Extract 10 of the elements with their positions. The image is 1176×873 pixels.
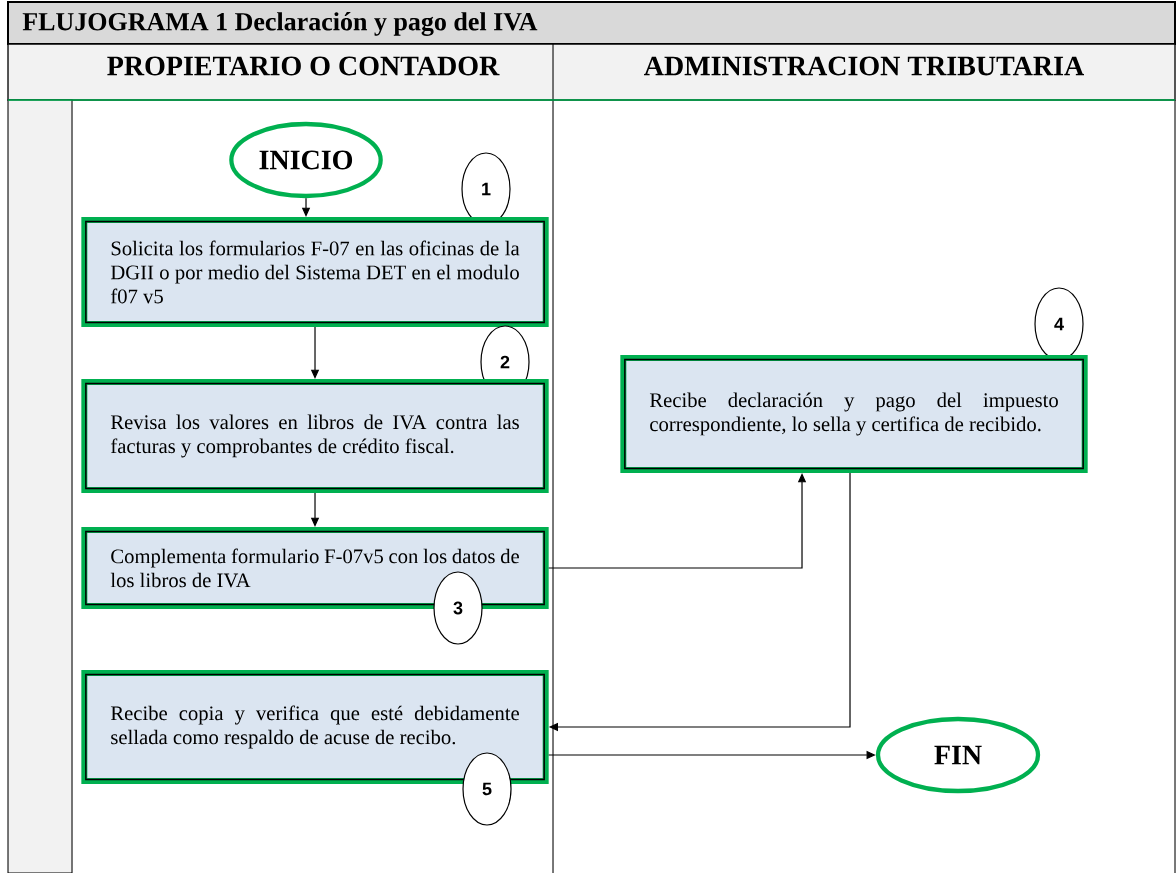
process-box: Solicita los formularios F-07 en las oficinas de la DGII o por medio del Sistema DET en el modulo f07 v5 — [81, 217, 549, 327]
process-box: Revisa los valores en libros de IVA contra las facturas y comprobantes de crédito fiscal. — [81, 379, 549, 493]
lane-header: ADMINISTRACION TRIBUTARIA — [644, 56, 1084, 76]
step-number: 4 — [1034, 287, 1084, 361]
step-number: 3 — [433, 571, 483, 645]
title: FLUJOGRAMA 1 Declaración y pago del IVA — [22, 12, 538, 36]
step-number: 5 — [462, 752, 512, 826]
lane-header: PROPIETARIO O CONTADOR — [107, 56, 500, 76]
step-number: 1 — [461, 152, 511, 226]
process-box: Recibe declaración y pago del impuesto correspondiente, lo sella y certifica de recibido. — [620, 355, 1088, 473]
